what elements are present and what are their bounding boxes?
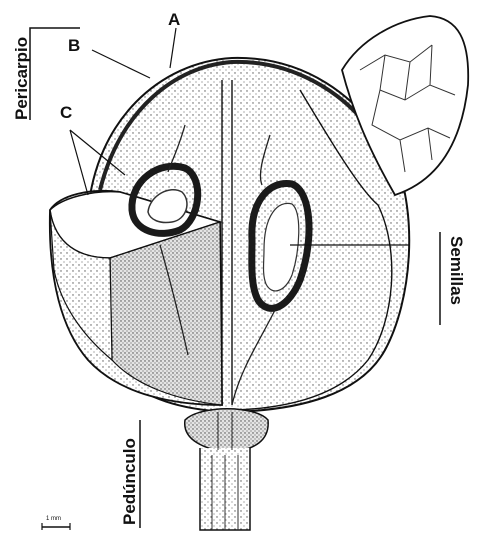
label-semillas: Semillas xyxy=(446,236,466,305)
label-b: B xyxy=(68,36,80,56)
peduncle-junction xyxy=(185,409,268,452)
label-c: C xyxy=(60,103,72,123)
label-pericarpio: Pericarpio xyxy=(12,37,32,120)
leader-b xyxy=(92,50,150,78)
leader-a xyxy=(170,28,176,68)
scale-label: 1 mm xyxy=(46,516,61,522)
label-a: A xyxy=(168,10,180,30)
label-pedunculo: Pedúnculo xyxy=(120,438,140,525)
